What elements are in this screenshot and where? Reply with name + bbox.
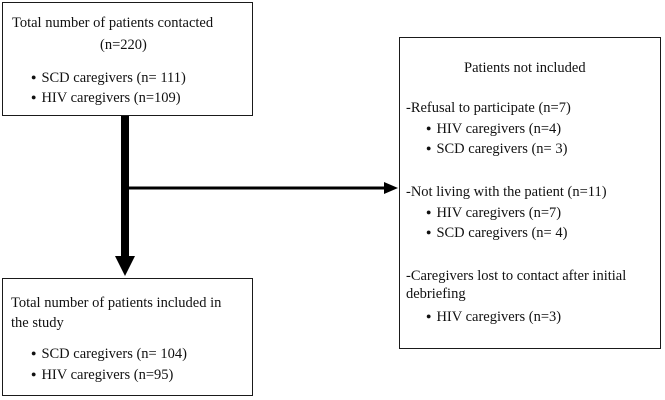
bullet-icon: ●: [426, 311, 432, 321]
bullet-icon: ●: [31, 92, 37, 102]
excluded-item-text: SCD caregivers (n= 3): [436, 141, 568, 157]
contacted-item: ● SCD caregivers (n= 111): [31, 69, 186, 87]
included-item-text: SCD caregivers (n= 104): [41, 346, 187, 362]
excluded-group-heading-line1: -Caregivers lost to contact after initia…: [406, 268, 627, 284]
excluded-item: ● SCD caregivers (n= 4): [426, 224, 567, 242]
bullet-icon: ●: [426, 227, 432, 237]
excluded-title: Patients not included: [464, 60, 586, 76]
bullet-icon: ●: [426, 123, 432, 133]
excluded-group-heading-line2: debriefing: [406, 286, 466, 302]
excluded-item: ● HIV caregivers (n=7): [426, 204, 561, 222]
excluded-item-text: HIV caregivers (n=4): [436, 121, 562, 137]
excluded-group-heading: -Refusal to participate (n=7): [406, 100, 571, 116]
contacted-title: Total number of patients contacted: [12, 15, 214, 31]
contacted-item: ● HIV caregivers (n=109): [31, 89, 181, 107]
included-item: ● SCD caregivers (n= 104): [31, 345, 187, 363]
included-item: ● HIV caregivers (n=95): [31, 366, 173, 384]
bullet-icon: ●: [426, 143, 432, 153]
contacted-item-text: HIV caregivers (n=109): [41, 90, 181, 106]
included-box: Total number of patients included in the…: [2, 278, 253, 396]
excluded-item: ● HIV caregivers (n=4): [426, 120, 561, 138]
right-arrowhead: [384, 182, 398, 194]
bullet-icon: ●: [426, 207, 432, 217]
contacted-count: (n=220): [100, 37, 147, 53]
excluded-group-heading: -Not living with the patient (n=11): [406, 184, 607, 200]
excluded-item-text: SCD caregivers (n= 4): [436, 225, 568, 241]
excluded-box: Patients not included -Refusal to partic…: [399, 37, 661, 349]
included-title-line2: the study: [11, 315, 64, 331]
contacted-item-text: SCD caregivers (n= 111): [41, 70, 186, 86]
included-item-text: HIV caregivers (n=95): [41, 367, 174, 383]
bullet-icon: ●: [31, 369, 37, 379]
excluded-item: ● HIV caregivers (n=3): [426, 308, 561, 326]
excluded-item: ● SCD caregivers (n= 3): [426, 140, 567, 158]
down-arrowhead: [115, 256, 135, 276]
excluded-item-text: HIV caregivers (n=7): [436, 205, 562, 221]
excluded-item-text: HIV caregivers (n=3): [436, 309, 562, 325]
bullet-icon: ●: [31, 348, 37, 358]
contacted-box: Total number of patients contacted (n=22…: [2, 2, 253, 116]
bullet-icon: ●: [31, 72, 37, 82]
included-title-line1: Total number of patients included in: [11, 295, 222, 311]
